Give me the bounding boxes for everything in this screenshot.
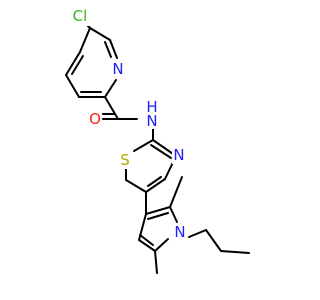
bond (138, 239, 156, 252)
bond (205, 229, 222, 252)
molecule-structure: Cl N O H N S N N (65, 6, 250, 274)
bond (104, 96, 119, 120)
bond (220, 250, 250, 254)
bond (169, 176, 183, 208)
bond (65, 51, 81, 76)
atom-n-thiazole: N (173, 146, 184, 164)
bond (71, 55, 84, 75)
bond (188, 229, 207, 238)
atom-nh-amide: N (146, 112, 157, 130)
bond (138, 213, 147, 241)
bond (154, 238, 169, 252)
atom-o-carbonyl: O (89, 110, 101, 128)
bond (145, 178, 166, 193)
atom-s-thiazole: S (120, 151, 130, 169)
bond (139, 234, 154, 246)
bond (147, 212, 169, 220)
bond (169, 206, 178, 223)
bond (145, 206, 171, 215)
atom-n-pyrrole: N (174, 223, 185, 241)
bond (89, 27, 111, 41)
bond (104, 41, 112, 58)
atom-cl: Cl (73, 7, 88, 25)
atom-n-pyridine: N (112, 60, 123, 78)
bond (133, 139, 154, 152)
atom-labels: Cl N O H N S N N (69, 6, 188, 241)
bond (150, 144, 172, 159)
bond (79, 27, 91, 53)
bond-lines (65, 21, 250, 274)
atom-h-amide: H (146, 98, 157, 116)
bond (109, 39, 118, 59)
bond (104, 79, 117, 98)
bond (65, 74, 80, 98)
bond (147, 176, 162, 187)
bond (154, 250, 158, 274)
bond (125, 179, 147, 193)
